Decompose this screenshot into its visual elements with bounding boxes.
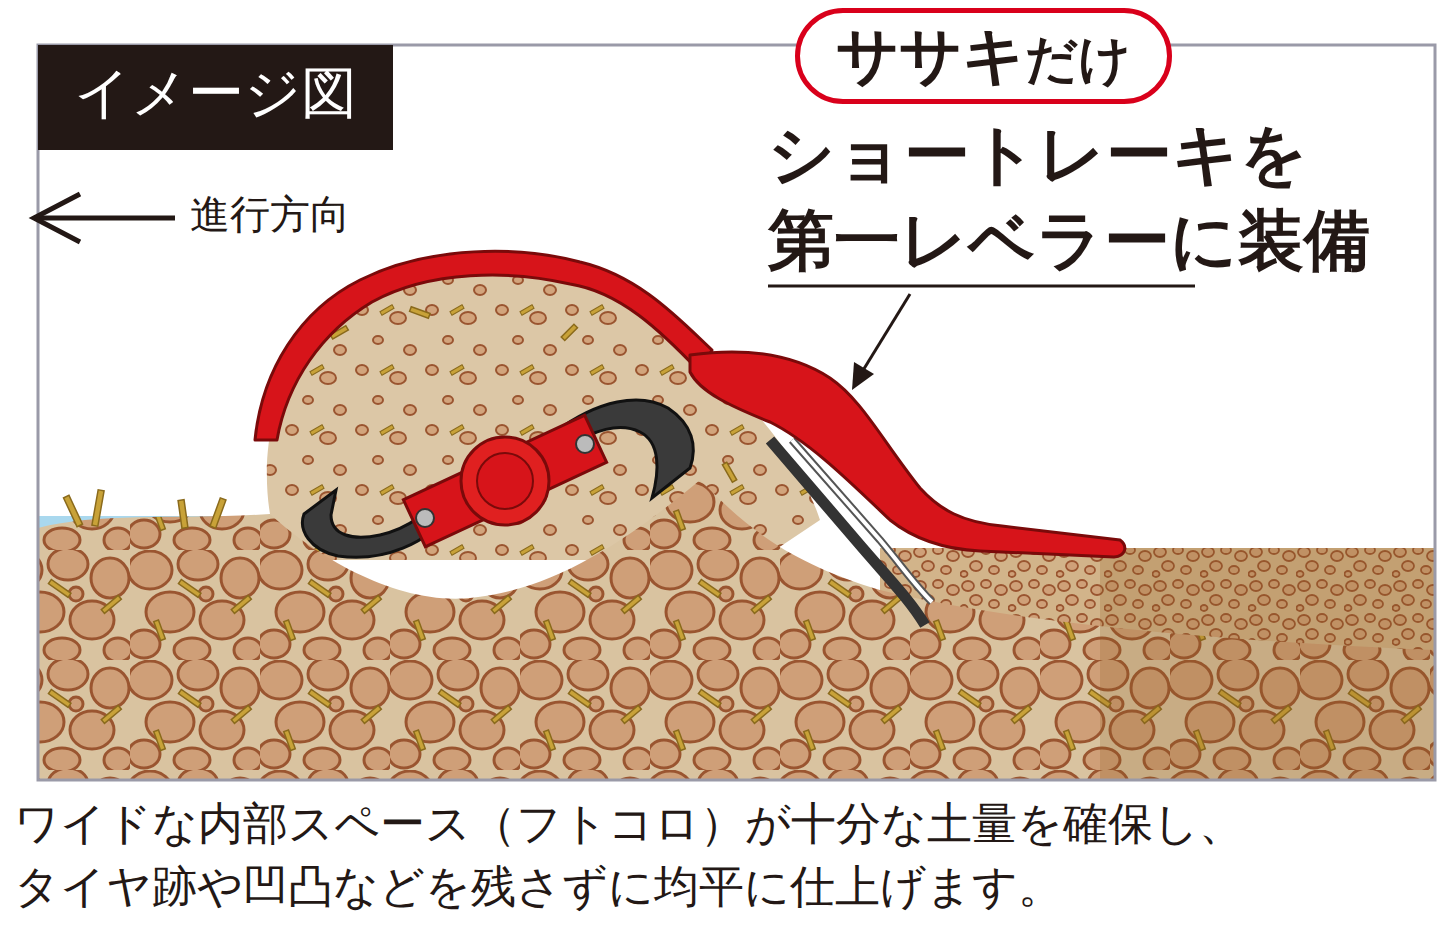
straw <box>64 307 737 529</box>
badge: ササキだけ <box>795 8 1172 104</box>
leader-arrowhead <box>852 362 874 390</box>
caption: ワイドな内部スペース（フトコロ）が十分な土量を確保し、 タイヤ跡や凹凸などを残さ… <box>14 792 1430 918</box>
direction-arrow <box>34 216 175 221</box>
title-tag: イメージ図 <box>38 45 393 150</box>
callout-text: ショートレーキを 第一レベラーに装備 <box>768 112 1418 284</box>
badge-text: ササキ <box>836 13 1025 99</box>
underline <box>768 285 1195 288</box>
direction-label: 進行方向 <box>190 190 350 238</box>
title-text: イメージ図 <box>74 45 357 140</box>
leader-line <box>862 294 910 372</box>
first-leveler <box>690 352 1125 557</box>
rotor <box>302 400 693 557</box>
coarse-soil <box>38 480 1435 780</box>
frame <box>38 45 1435 780</box>
dark-soil <box>1100 548 1435 780</box>
direction-arrow <box>34 194 80 242</box>
badge-text: だけ <box>1025 16 1131 102</box>
